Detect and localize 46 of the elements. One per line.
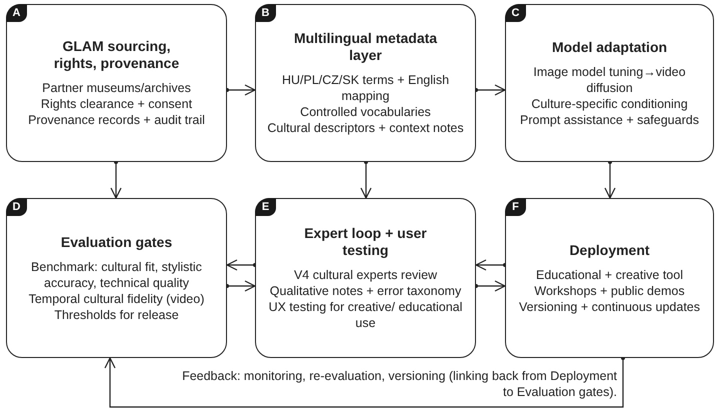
bullet-text: HU/PL/CZ/SK terms + English mapping — [280, 72, 450, 104]
box-heading: Model adaptation — [550, 38, 668, 56]
process-box — [255, 4, 476, 162]
arrow — [474, 280, 506, 292]
step-badge: E — [255, 198, 276, 216]
bullet-text: V4 cultural experts review — [294, 267, 438, 283]
bullet-text: Educational + creative tool — [536, 266, 683, 282]
bullet-text: Versioning + continuous updates — [518, 298, 700, 314]
box-heading: Deployment — [568, 242, 651, 258]
process-box — [255, 198, 476, 358]
bullet-text: Provenance records + audit trail — [28, 112, 205, 128]
box-heading: GLAM sourcing, rights, provenance — [52, 38, 180, 72]
arrow — [225, 84, 256, 96]
process-box — [6, 198, 227, 358]
step-badge: C — [505, 4, 526, 22]
box-heading: Evaluation gates — [60, 234, 174, 250]
step-badge: D — [6, 198, 27, 216]
bullet-text: Thresholds for release — [54, 306, 179, 322]
bullet-text: Prompt assistance + safeguards — [520, 112, 699, 128]
arrow — [104, 356, 625, 408]
box-heading: Multilingual metadata layer — [292, 30, 438, 64]
bullet-text: Controlled vocabularies — [300, 104, 431, 120]
arrow — [474, 84, 506, 96]
bullet-text: Rights clearance + consent — [40, 96, 192, 112]
bullet-text: Cultural descriptors + context notes — [267, 120, 464, 136]
bullet-text: Image model tuning→video diffusion — [532, 64, 687, 96]
arrow — [475, 259, 507, 271]
arrow — [225, 280, 256, 292]
arrow — [226, 259, 257, 271]
arrow — [110, 160, 122, 199]
process-box — [6, 4, 227, 162]
bullet-text: UX testing for creative/ educational use — [268, 299, 464, 331]
step-badge: A — [6, 4, 27, 22]
box-heading: Expert loop + user testing — [303, 225, 428, 259]
process-box — [505, 198, 714, 358]
step-badge: B — [255, 4, 276, 22]
process-box — [505, 4, 714, 162]
arrow — [360, 160, 372, 199]
bullet-text: Qualitative notes + error taxonomy — [270, 283, 462, 299]
step-badge: F — [505, 198, 526, 216]
bullet-text: Temporal cultural fidelity (video) — [28, 290, 204, 306]
arrow — [604, 160, 616, 199]
bullet-text: Partner museums/archives — [42, 80, 191, 96]
bullet-text: Culture-specific conditioning — [531, 96, 688, 112]
bullet-text: Workshops + public demos — [534, 282, 685, 298]
bullet-text: Benchmark: cultural fit, stylistic accuracy, technical quality — [30, 258, 203, 290]
